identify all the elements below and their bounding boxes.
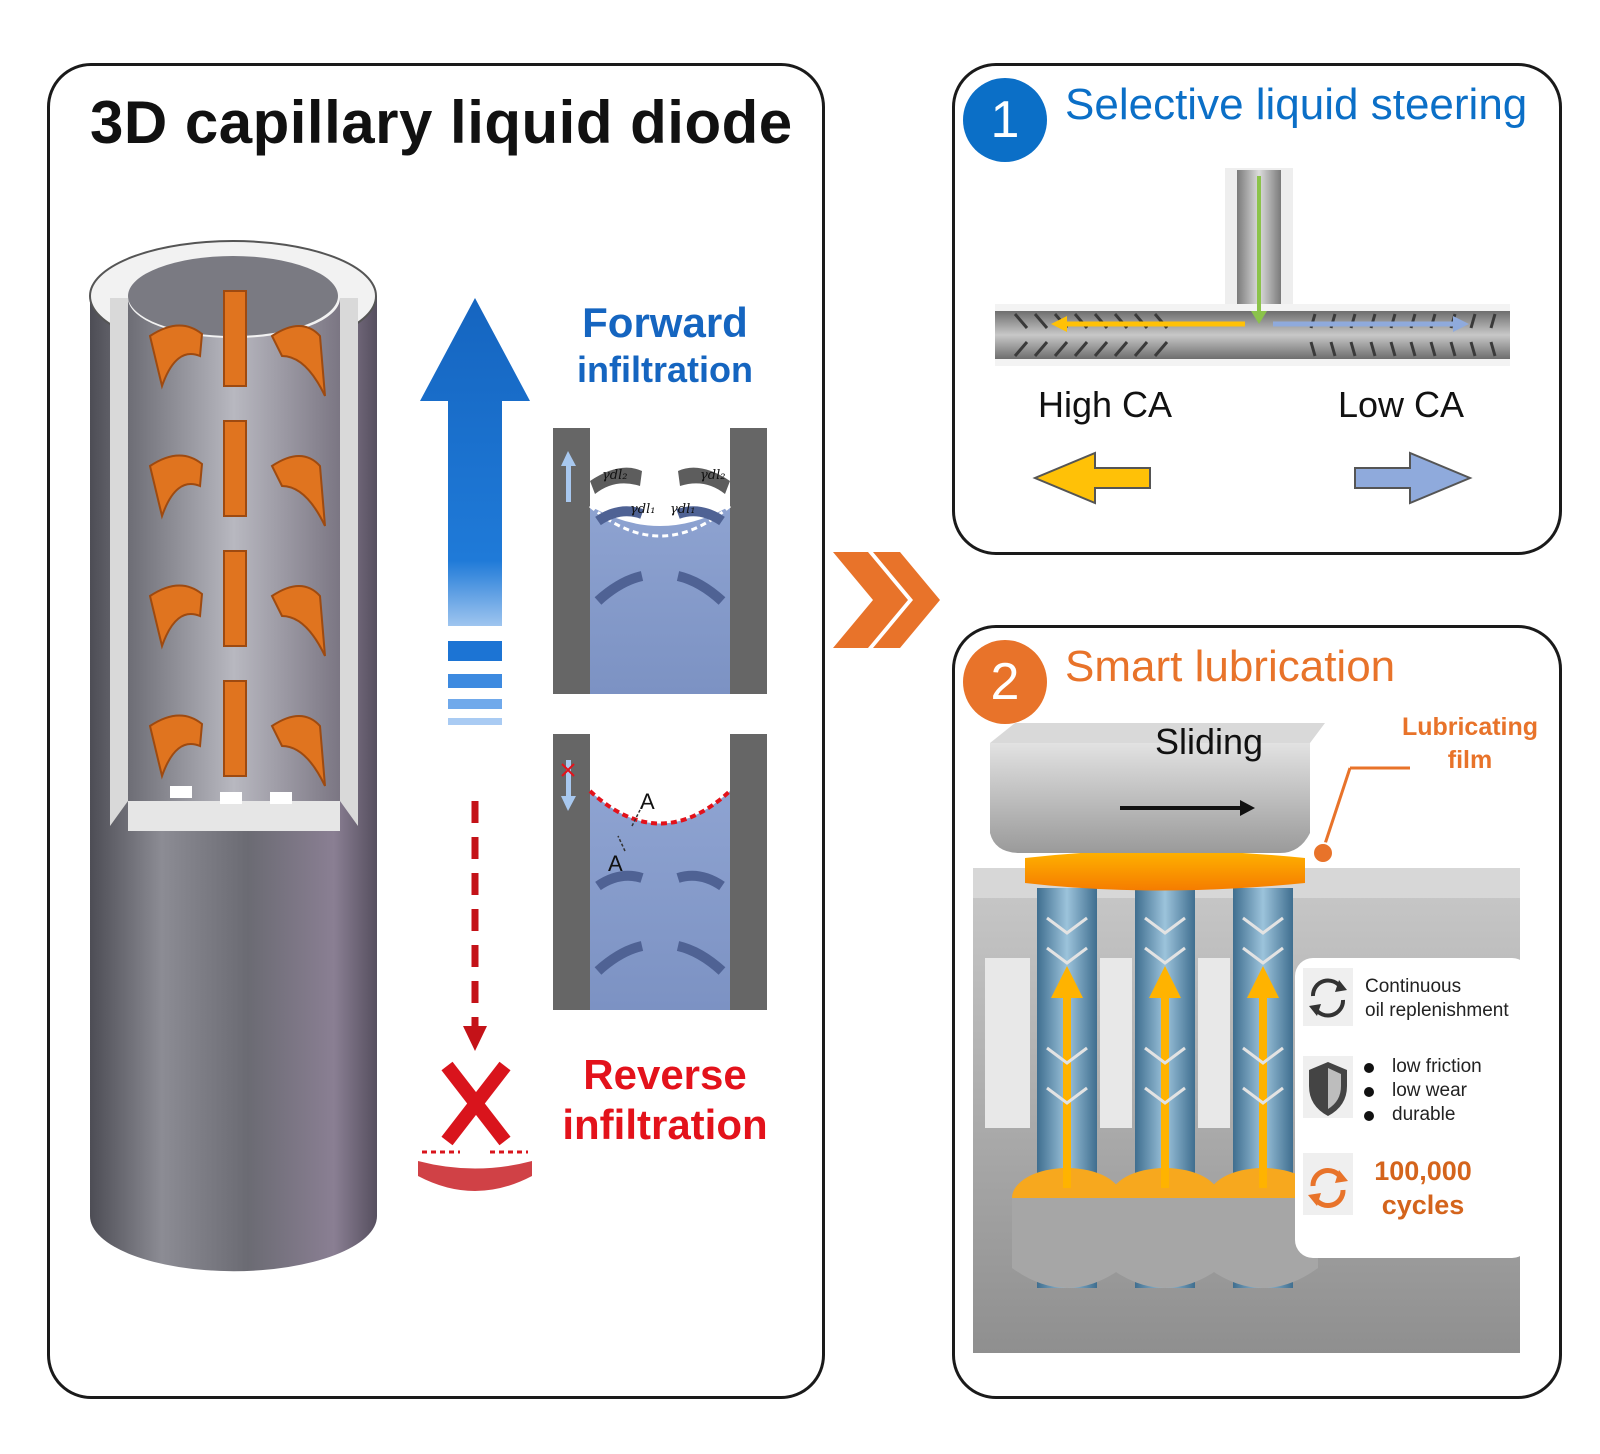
diode-illustration — [89, 240, 767, 1272]
lubrication-panel: 2 Smart lubrication — [952, 625, 1562, 1399]
capillary-tube — [89, 240, 377, 1272]
reverse-label-line2: infiltration — [562, 1101, 768, 1148]
film-label-line2: film — [1447, 746, 1493, 774]
bullet-durable: durable — [1392, 1104, 1456, 1125]
step-badge-1: 1 — [963, 78, 1047, 162]
orange-fins — [148, 290, 326, 787]
forward-label-line1: Forward — [582, 299, 748, 346]
bullet-low-wear: low wear — [1392, 1080, 1467, 1101]
forward-arrow — [420, 298, 530, 725]
force-label-top-left: γdl₂ — [602, 468, 628, 483]
cycles-line1: 100,000 — [1374, 1156, 1472, 1186]
section-mark-bottom: A — [608, 851, 623, 876]
feature-card: Continuous oil replenishment low frictio… — [1295, 958, 1530, 1258]
cycles-count: 100,000 cycles — [1363, 1154, 1483, 1222]
cycles-line2: cycles — [1381, 1190, 1465, 1220]
lubricating-film-label: Lubricating film — [1375, 711, 1559, 777]
force-label-bottom-left: γdl₁ — [630, 502, 656, 517]
high-ca-label: High CA — [1038, 384, 1173, 425]
lubrication-title: Smart lubrication — [1065, 642, 1396, 691]
steering-title: Selective liquid steering — [1065, 80, 1528, 129]
shield-icon — [1303, 1056, 1353, 1118]
capillary-diode-panel: 3D capillary liquid diode — [47, 63, 825, 1399]
panel-title: 3D capillary liquid diode — [90, 89, 793, 156]
reverse-mechanism — [553, 734, 767, 1010]
bullet-low-friction: low friction — [1392, 1056, 1482, 1077]
sliding-label: Sliding — [1155, 721, 1264, 762]
reverse-arrow — [418, 801, 532, 1191]
t-junction-illustration — [995, 168, 1510, 505]
feature-icons — [1303, 968, 1374, 1215]
step-badge-2: 2 — [963, 640, 1047, 724]
bullet-dot — [1364, 1087, 1374, 1097]
section-mark-top: A — [640, 789, 655, 814]
forward-mechanism — [553, 428, 767, 694]
force-label-bottom-right: γdl₁ — [670, 502, 696, 517]
forward-label-line2: infiltration — [577, 349, 753, 390]
force-label-top-right: γdl₂ — [700, 468, 726, 483]
bullet-dot — [1364, 1063, 1374, 1073]
reverse-label-line1: Reverse — [583, 1051, 747, 1098]
refresh-icon — [1303, 968, 1353, 1026]
low-ca-label: Low CA — [1338, 384, 1465, 425]
film-label-line1: Lubricating — [1401, 713, 1539, 741]
bullet-dot — [1364, 1111, 1374, 1121]
steering-panel: 1 Selective liquid steering — [952, 63, 1562, 555]
cycle-icon — [1303, 1153, 1353, 1215]
feature1-line2: oil replenishment — [1365, 1000, 1509, 1021]
feature1-line1: Continuous — [1365, 976, 1462, 997]
